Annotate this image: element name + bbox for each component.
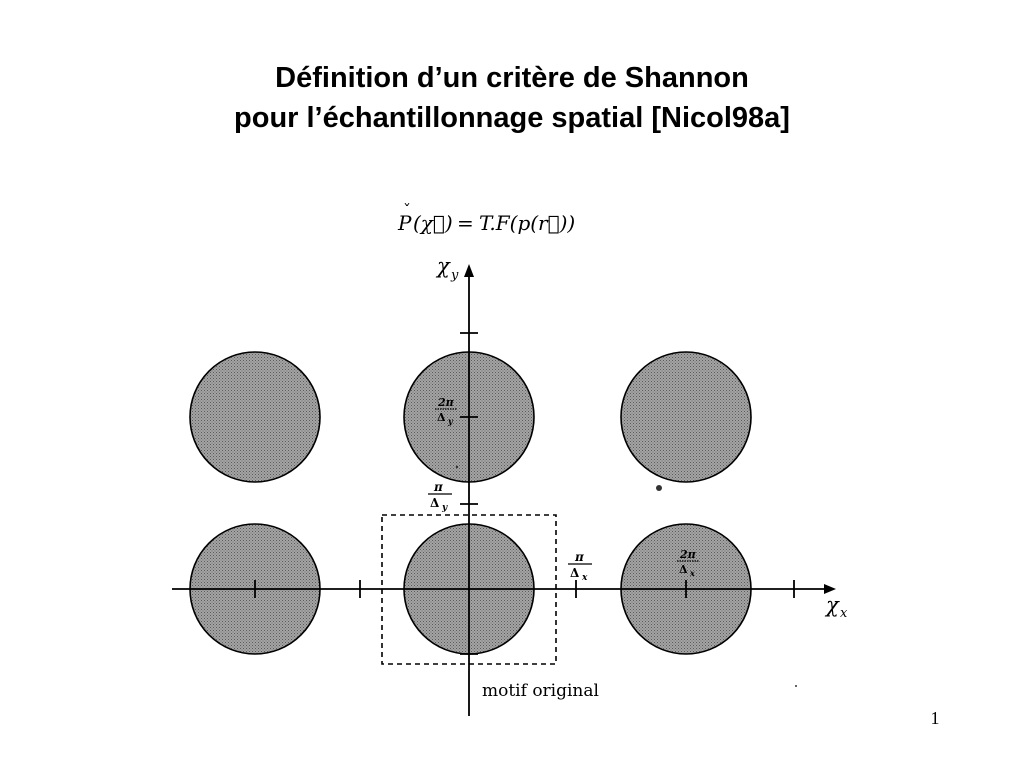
- label-pi-over-delta-x: π Δ x: [568, 550, 592, 583]
- label-pi-dy-num: π: [433, 480, 443, 494]
- label-2pi-dy-den-sub: y: [447, 416, 454, 426]
- x-axis-label-subscript: x: [840, 606, 848, 621]
- formula-rhs: T.F(p(r⃗)): [479, 211, 575, 235]
- y-axis-label-symbol: χ: [435, 254, 451, 278]
- label-2pi-dx-den: Δ: [679, 563, 688, 576]
- formula-check-accent: ˇ: [403, 201, 411, 220]
- slide-title: Définition d’un critère de Shannon pour …: [0, 58, 1024, 138]
- y-axis-label-subscript: y: [450, 268, 459, 283]
- formula-equals: =: [457, 211, 474, 235]
- disc-top-left: [189, 351, 321, 483]
- spectral-replicas: [189, 351, 752, 655]
- disc-top-right: [620, 351, 752, 483]
- speck: [656, 485, 662, 491]
- speck: [455, 465, 459, 469]
- label-pi-over-delta-y: π Δ y: [428, 480, 452, 513]
- scan-specks: [455, 465, 797, 687]
- axes: [172, 276, 826, 716]
- fourier-formula: ˇ P (χ⃗) = T.F(p(r⃗)): [397, 201, 575, 235]
- label-pi-dx-den-sub: x: [581, 573, 588, 583]
- title-line-2: pour l’échantillonnage spatial [Nicol98a…: [234, 102, 790, 134]
- formula-lhs-arg: (χ⃗): [413, 211, 453, 235]
- label-2pi-dy-den: Δ: [437, 411, 446, 424]
- y-axis-arrow: [464, 264, 474, 277]
- formula-lhs-letter: P: [397, 211, 412, 235]
- label-2pi-dx-num: 2π: [679, 548, 697, 561]
- label-pi-dy-den-sub: y: [441, 503, 448, 513]
- axis-labels: χ y χ x: [435, 254, 848, 621]
- label-pi-dx-num: π: [574, 550, 584, 564]
- label-2pi-dx-den-sub: x: [689, 568, 695, 578]
- page-number: 1: [930, 708, 940, 728]
- label-2pi-dy-num: 2π: [437, 396, 455, 409]
- label-2pi-over-delta-y: 2π Δ y: [435, 396, 457, 426]
- speck: [795, 685, 797, 687]
- label-2pi-over-delta-x: 2π Δ x: [677, 548, 699, 578]
- title-line-1: Définition d’un critère de Shannon: [275, 62, 749, 94]
- label-pi-dy-den: Δ: [430, 496, 439, 510]
- motif-original-label: motif original: [482, 681, 599, 701]
- x-axis-ticks: [254, 580, 795, 598]
- x-axis-arrow: [824, 584, 836, 594]
- y-axis-ticks: [460, 332, 478, 655]
- x-axis-label-symbol: χ: [824, 593, 840, 617]
- label-pi-dx-den: Δ: [570, 566, 579, 580]
